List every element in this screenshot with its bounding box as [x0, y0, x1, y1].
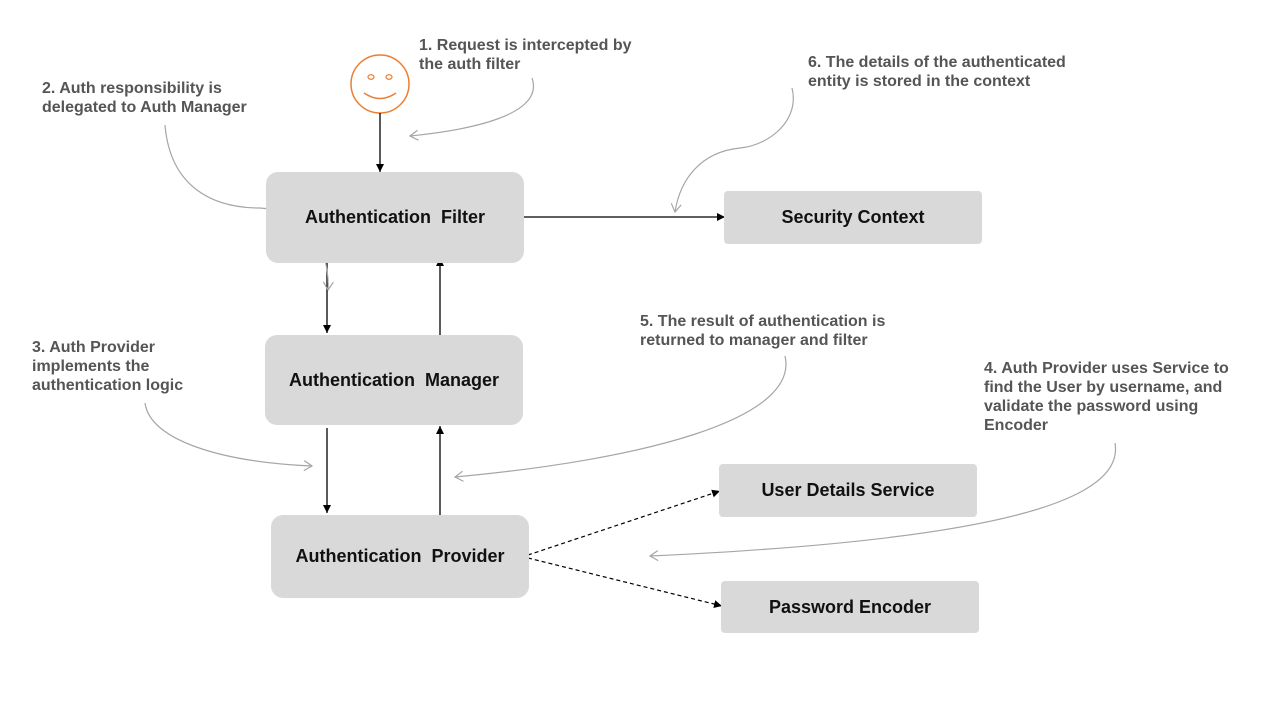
step6-pointer-curve: [670, 87, 794, 214]
security-context-box: Security Context: [724, 191, 982, 244]
annotation-step-3: 3. Auth Provider implements the authenti…: [32, 338, 183, 395]
authentication-manager-box: Authentication Manager: [265, 335, 523, 425]
annotation-line: 1. Request is intercepted by: [419, 37, 632, 54]
annotation-step-6: 6. The details of the authenticated enti…: [808, 53, 1066, 91]
annotation-line: the auth filter: [419, 56, 521, 73]
provider-to-password-encoder-arrow: [527, 557, 723, 608]
annotation-line: entity is stored in the context: [808, 73, 1031, 90]
annotation-line: returned to manager and filter: [640, 332, 868, 349]
annotation-line: 3. Auth Provider: [32, 339, 155, 356]
annotation-line: find the User by username, and: [984, 379, 1223, 396]
annotation-line: 2. Auth responsibility is: [42, 80, 222, 97]
annotation-line: 5. The result of authentication is: [640, 313, 886, 330]
annotation-line: authentication logic: [32, 377, 184, 394]
step4-pointer-curve: [648, 442, 1117, 562]
annotation-line: Encoder: [984, 417, 1049, 434]
provider-to-user-details-arrow: [527, 489, 721, 556]
user-details-service-box: User Details Service: [719, 464, 977, 517]
authentication-filter-box: Authentication Filter: [266, 172, 524, 263]
annotation-step-1: 1. Request is intercepted by the auth fi…: [419, 36, 632, 74]
annotation-line: implements the: [32, 358, 150, 375]
smiley-face-icon: [350, 54, 410, 114]
annotation-line: 4. Auth Provider uses Service to: [984, 360, 1229, 377]
annotation-line: validate the password using: [984, 398, 1199, 415]
annotation-step-2: 2. Auth responsibility is delegated to A…: [42, 79, 247, 117]
annotation-line: 6. The details of the authenticated: [808, 54, 1066, 71]
annotation-line: delegated to Auth Manager: [42, 99, 247, 116]
step5-pointer-curve: [453, 355, 787, 482]
authentication-provider-box: Authentication Provider: [271, 515, 529, 598]
step3-pointer-curve: [144, 402, 314, 472]
annotation-step-4: 4. Auth Provider uses Service to find th…: [984, 359, 1229, 435]
step1-pointer-curve: [408, 77, 535, 141]
password-encoder-box: Password Encoder: [721, 581, 979, 633]
annotation-step-5: 5. The result of authentication is retur…: [640, 312, 885, 350]
